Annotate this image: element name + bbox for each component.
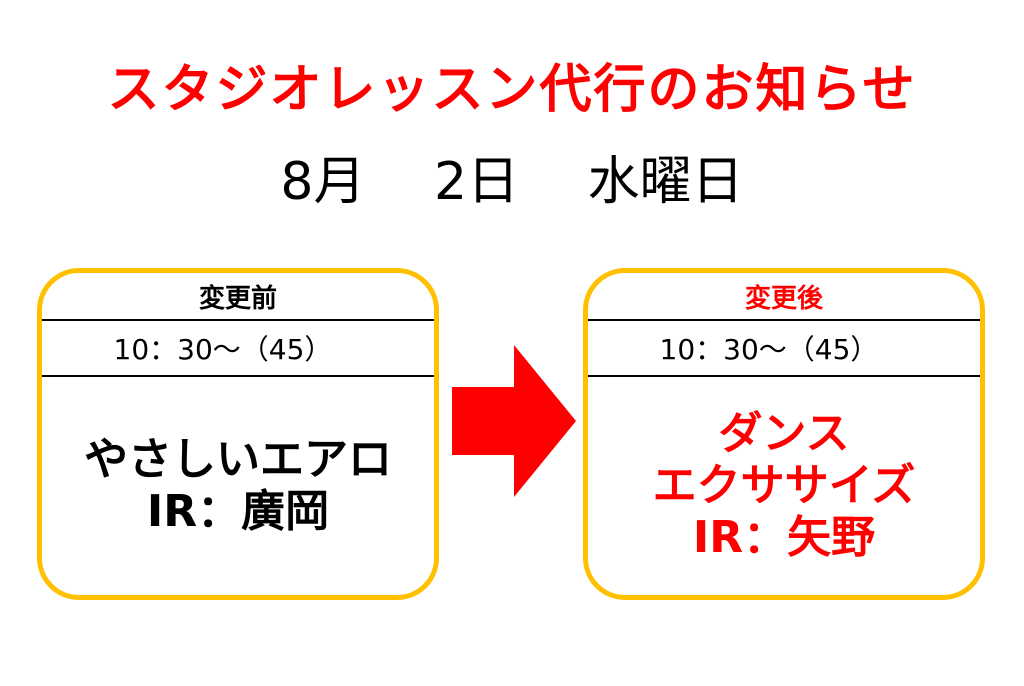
after-instructor: IR：矢野 bbox=[692, 512, 876, 563]
before-body: やさしいエアロ IR：廣岡 bbox=[42, 377, 434, 595]
after-time: 10：30～（45） bbox=[588, 321, 980, 377]
before-card: 変更前 10：30～（45） やさしいエアロ IR：廣岡 bbox=[37, 268, 439, 600]
after-lesson-line1: ダンス bbox=[718, 408, 850, 459]
before-lesson: やさしいエアロ bbox=[84, 434, 392, 485]
after-card: 変更後 10：30～（45） ダンス エクササイズ IR：矢野 bbox=[583, 268, 985, 600]
after-header: 変更後 bbox=[588, 273, 980, 321]
after-body: ダンス エクササイズ IR：矢野 bbox=[588, 377, 980, 595]
right-arrow-icon bbox=[452, 345, 576, 497]
after-lesson-line2: エクササイズ bbox=[652, 460, 916, 511]
before-time: 10：30～（45） bbox=[42, 321, 434, 377]
before-instructor: IR：廣岡 bbox=[146, 486, 330, 537]
before-header: 変更前 bbox=[42, 273, 434, 321]
date-label: 8月 2日 水曜日 bbox=[280, 152, 744, 212]
notice-title: スタジオレッスン代行のお知らせ bbox=[107, 60, 917, 120]
